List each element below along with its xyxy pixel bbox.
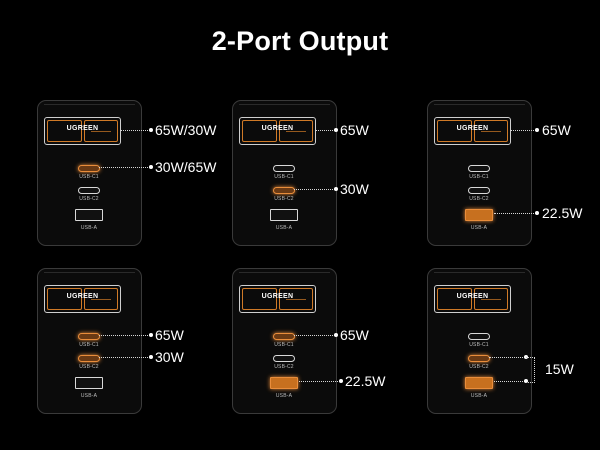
- brand-logo: UGREEN: [66, 293, 99, 300]
- config-plug-c1: UGREEN USB-C1 USB-C2 USB-A 65W/30W 30W/6…: [0, 100, 216, 275]
- usb-c1-port: [273, 165, 295, 172]
- a-leader-line: [299, 379, 343, 383]
- combined-output: 15W: [545, 361, 574, 377]
- charger-device: UGREEN USB-C1 USB-C2 USB-A: [37, 268, 142, 414]
- config-c1-c2: UGREEN USB-C1 USB-C2 USB-A 65W 30W: [0, 268, 200, 443]
- config-plug-c2: UGREEN USB-C1 USB-C2 USB-A 65W 30W: [195, 100, 395, 275]
- charger-device: UGREEN USB-C1 USB-C2 USB-A: [232, 100, 337, 246]
- c1-output: 65W: [155, 327, 184, 343]
- a-output: 22.5W: [542, 205, 583, 221]
- usb-a-label: USB-A: [275, 393, 293, 399]
- plug-output: 65W: [542, 122, 571, 138]
- config-c1-a: UGREEN USB-C1 USB-C2 USB-A 65W 22.5W: [195, 268, 395, 443]
- ac-plug: UGREEN: [239, 117, 316, 145]
- usb-c1-port: [78, 165, 100, 172]
- usb-c2-label: USB-C2: [79, 364, 99, 370]
- combined-bracket: [526, 357, 535, 383]
- plug-prong-left: [242, 120, 277, 142]
- ac-plug: UGREEN: [44, 117, 121, 145]
- usb-c2-label: USB-C2: [274, 364, 294, 370]
- c1-leader-line: [99, 333, 153, 337]
- usb-c2-label: USB-C2: [469, 364, 489, 370]
- plug-leader-line: [315, 128, 338, 132]
- brand-logo: UGREEN: [261, 125, 294, 132]
- brand-logo: UGREEN: [456, 293, 489, 300]
- c2-leader-line: [489, 355, 528, 359]
- usb-c1-port: [78, 333, 100, 340]
- plug-prong-right: [278, 288, 313, 310]
- a-output: 22.5W: [345, 373, 386, 389]
- a-leader-line: [494, 211, 539, 215]
- config-plug-a: UGREEN USB-C1 USB-C2 USB-A 65W 22.5W: [390, 100, 590, 275]
- usb-a-port: [270, 209, 298, 221]
- plug-prong-left: [242, 288, 277, 310]
- usb-a-port: [270, 377, 298, 389]
- c2-leader-line: [99, 355, 153, 359]
- brand-logo: UGREEN: [261, 293, 294, 300]
- plug-output: 65W: [340, 122, 369, 138]
- charger-device: UGREEN USB-C1 USB-C2 USB-A: [427, 268, 532, 414]
- usb-c2-label: USB-C2: [79, 196, 99, 202]
- charger-device: UGREEN USB-C1 USB-C2 USB-A: [232, 268, 337, 414]
- usb-a-port: [465, 377, 493, 389]
- usb-c1-label: USB-C1: [79, 174, 99, 180]
- charger-device: UGREEN USB-C1 USB-C2 USB-A: [37, 100, 142, 246]
- usb-a-label: USB-A: [470, 225, 488, 231]
- usb-c2-label: USB-C2: [469, 196, 489, 202]
- usb-a-port: [75, 377, 103, 389]
- plug-prong-right: [83, 288, 118, 310]
- plug-prong-right: [473, 120, 508, 142]
- page-title: 2-Port Output: [211, 26, 389, 56]
- config-c2-a: UGREEN USB-C1 USB-C2 USB-A 15W: [390, 268, 590, 443]
- usb-a-port: [75, 209, 103, 221]
- usb-c1-label: USB-C1: [274, 174, 294, 180]
- usb-c1-label: USB-C1: [469, 174, 489, 180]
- usb-c2-port: [468, 187, 490, 194]
- a-leader-line: [494, 379, 528, 383]
- plug-prong-left: [437, 120, 472, 142]
- usb-c1-label: USB-C1: [79, 342, 99, 348]
- usb-c2-port: [273, 187, 295, 194]
- plug-prong-left: [47, 120, 82, 142]
- c1-output: 30W/65W: [155, 159, 217, 175]
- plug-prong-right: [473, 288, 508, 310]
- plug-leader-line: [510, 128, 539, 132]
- c1-output: 65W: [340, 327, 369, 343]
- ac-plug: UGREEN: [239, 285, 316, 313]
- usb-a-label: USB-A: [470, 393, 488, 399]
- usb-c1-port: [468, 165, 490, 172]
- plug-prong-right: [83, 120, 118, 142]
- usb-c2-label: USB-C2: [274, 196, 294, 202]
- ac-plug: UGREEN: [44, 285, 121, 313]
- ac-plug: UGREEN: [434, 117, 511, 145]
- charger-device: UGREEN USB-C1 USB-C2 USB-A: [427, 100, 532, 246]
- plug-prong-left: [47, 288, 82, 310]
- plug-leader-line: [120, 128, 153, 132]
- usb-c2-port: [273, 355, 295, 362]
- usb-c2-port: [468, 355, 490, 362]
- c1-leader-line: [99, 165, 153, 169]
- c2-leader-line: [294, 187, 338, 191]
- usb-a-port: [465, 209, 493, 221]
- plug-output: 65W/30W: [155, 122, 217, 138]
- usb-a-label: USB-A: [80, 393, 98, 399]
- usb-a-label: USB-A: [275, 225, 293, 231]
- ac-plug: UGREEN: [434, 285, 511, 313]
- c2-output: 30W: [155, 349, 184, 365]
- brand-logo: UGREEN: [456, 125, 489, 132]
- usb-c2-port: [78, 355, 100, 362]
- c2-output: 30W: [340, 181, 369, 197]
- usb-c2-port: [78, 187, 100, 194]
- plug-prong-left: [437, 288, 472, 310]
- usb-c1-label: USB-C1: [469, 342, 489, 348]
- usb-c1-label: USB-C1: [274, 342, 294, 348]
- usb-c1-port: [468, 333, 490, 340]
- c1-leader-line: [294, 333, 338, 337]
- usb-a-label: USB-A: [80, 225, 98, 231]
- brand-logo: UGREEN: [66, 125, 99, 132]
- plug-prong-right: [278, 120, 313, 142]
- usb-c1-port: [273, 333, 295, 340]
